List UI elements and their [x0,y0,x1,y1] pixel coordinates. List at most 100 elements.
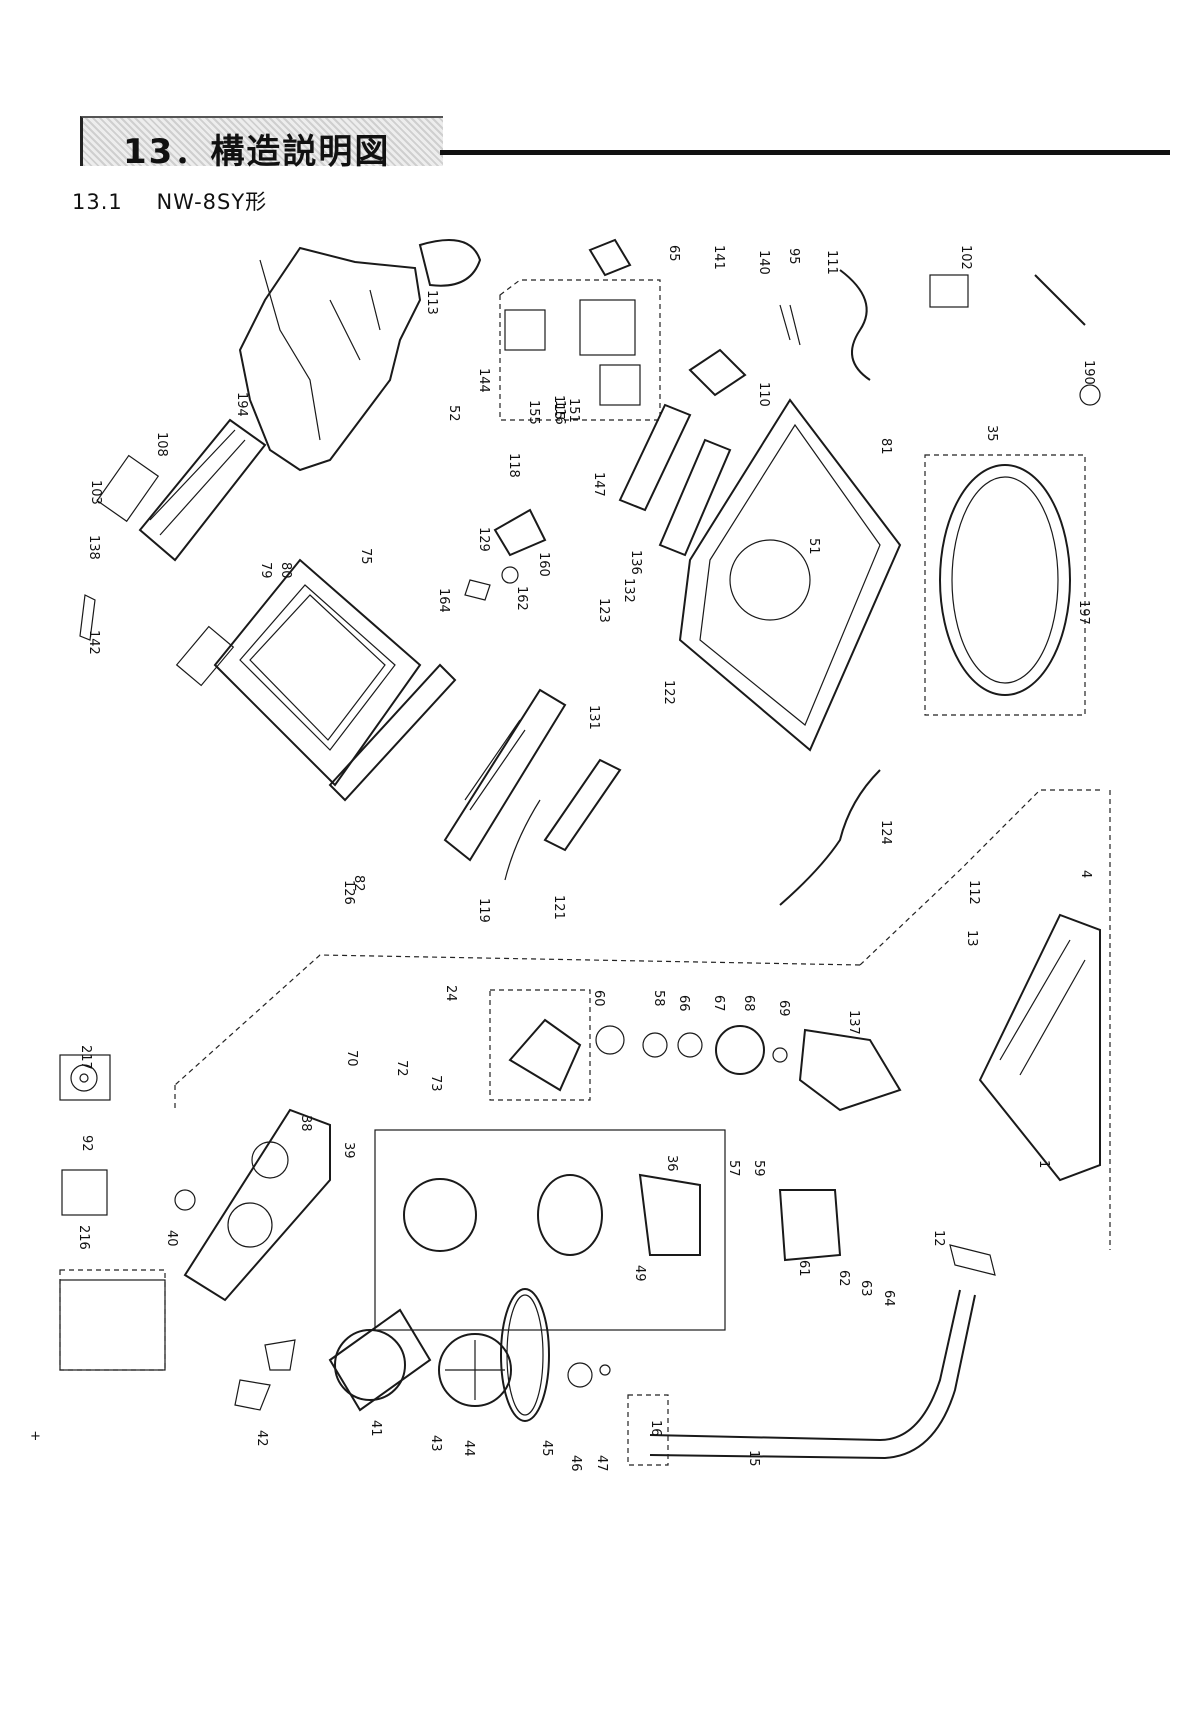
model-name: NW-8SY形 [156,190,268,214]
part-label-67: 67 [711,995,726,1012]
part-label-142: 142 [86,630,101,655]
cabinet-1 [859,789,1101,1182]
model-subtitle: 13.1 NW-8SY形 [72,186,293,216]
part-label-51: 51 [806,538,821,555]
part-label-80: 80 [278,562,293,579]
part-label-121: 121 [551,895,566,920]
part-label-140: 140 [756,250,771,275]
part-label-194: 194 [234,392,249,417]
part-label-49: 49 [632,1265,647,1282]
top-panel-194 [79,418,267,641]
part-label-42: 42 [254,1430,269,1447]
wire-harness [238,239,482,472]
part-label-216: 216 [76,1225,91,1250]
part-label-126: 126 [341,880,356,905]
title-box: 13．構造説明図 [80,116,443,172]
section-number: 13.1 [72,190,123,214]
part-label-61: 61 [796,1260,811,1277]
part-label-137: 137 [846,1010,861,1035]
part-label-63: 63 [858,1280,873,1297]
part-label-141: 141 [711,245,726,270]
part-label-4: 4 [1078,870,1093,878]
part-label-35: 35 [984,425,999,442]
part-label-64: 64 [881,1290,896,1307]
washer-46 [567,1362,593,1388]
part-label-123: 123 [596,598,611,623]
part-label-197: 197 [1076,600,1091,625]
part-label-144: 144 [476,368,491,393]
part-label-47: 47 [594,1455,609,1472]
part-label-103: 103 [88,480,103,505]
part-label-16: 16 [648,1420,663,1437]
part-label-162: 162 [514,586,529,611]
part-label-113: 113 [424,290,439,315]
part-label-52: 52 [446,405,461,422]
part-label-81: 81 [878,438,893,455]
part-label-116: 116 [552,400,567,425]
part-label-69: 69 [776,1000,791,1017]
part-label-124: 124 [878,820,893,845]
part-label-1: 1 [1036,1160,1051,1168]
power-cord-111 [779,269,1101,406]
part-label-122: 122 [661,680,676,705]
part-label-59: 59 [751,1160,766,1177]
base-plate-38 [174,1108,331,1302]
part-label-45: 45 [539,1440,554,1457]
belt-45 [500,1288,550,1422]
part-label-66: 66 [676,995,691,1012]
part-label-92: 92 [79,1135,94,1152]
dispenser-136 [618,348,747,557]
nut-47 [599,1364,611,1376]
lid-75 [175,558,457,802]
part-label-164: 164 [436,588,451,613]
part-label-24: 24 [443,985,458,1002]
clutch-gears [489,989,902,1112]
switch-assembly-144 [499,238,661,421]
part-label-82: 82 [351,875,366,892]
part-label-41: 41 [368,1420,383,1437]
part-label-112: 112 [966,880,981,905]
part-label-132: 132 [621,578,636,603]
part-label-46: 46 [568,1455,583,1472]
part-label-38: 38 [298,1115,313,1132]
part-label-75: 75 [358,548,373,565]
part-label-13: 13 [964,930,979,947]
title-rule [440,150,1170,155]
part-label-57: 57 [726,1160,741,1177]
part-label-73: 73 [428,1075,443,1092]
part-label-138: 138 [86,535,101,560]
part-label-68: 68 [741,995,756,1012]
part-label-115: 115 [551,395,566,420]
part-label-40: 40 [164,1230,179,1247]
registration-mark: + [30,1429,41,1444]
part-label-110: 110 [756,382,771,407]
section-header: 13．構造説明図 [70,112,1170,172]
gear-unit-49 [374,1129,842,1331]
part-label-12: 12 [931,1230,946,1247]
part-label-43: 43 [428,1435,443,1452]
drain-hose-15 [627,1244,996,1466]
part-label-119: 119 [476,898,491,923]
part-label-65: 65 [666,245,681,262]
part-label-118: 118 [506,453,521,478]
part-label-72: 72 [394,1060,409,1077]
part-label-108: 108 [154,432,169,457]
part-label-190: 190 [1081,360,1096,385]
part-label-155: 155 [526,400,541,425]
part-label-60: 60 [591,990,606,1007]
accessories [59,1054,166,1371]
part-label-151: 151 [566,398,581,423]
part-label-129: 129 [476,527,491,552]
part-label-15: 15 [746,1450,761,1467]
part-label-39: 39 [341,1142,356,1159]
part-label-160: 160 [536,552,551,577]
part-label-70: 70 [344,1050,359,1067]
part-label-62: 62 [836,1270,851,1287]
assembly-guide-lines [174,790,1111,1250]
part-label-79: 79 [258,562,273,579]
part-label-36: 36 [664,1155,679,1172]
part-label-131: 131 [586,705,601,730]
balance-ring-35 [924,454,1086,716]
